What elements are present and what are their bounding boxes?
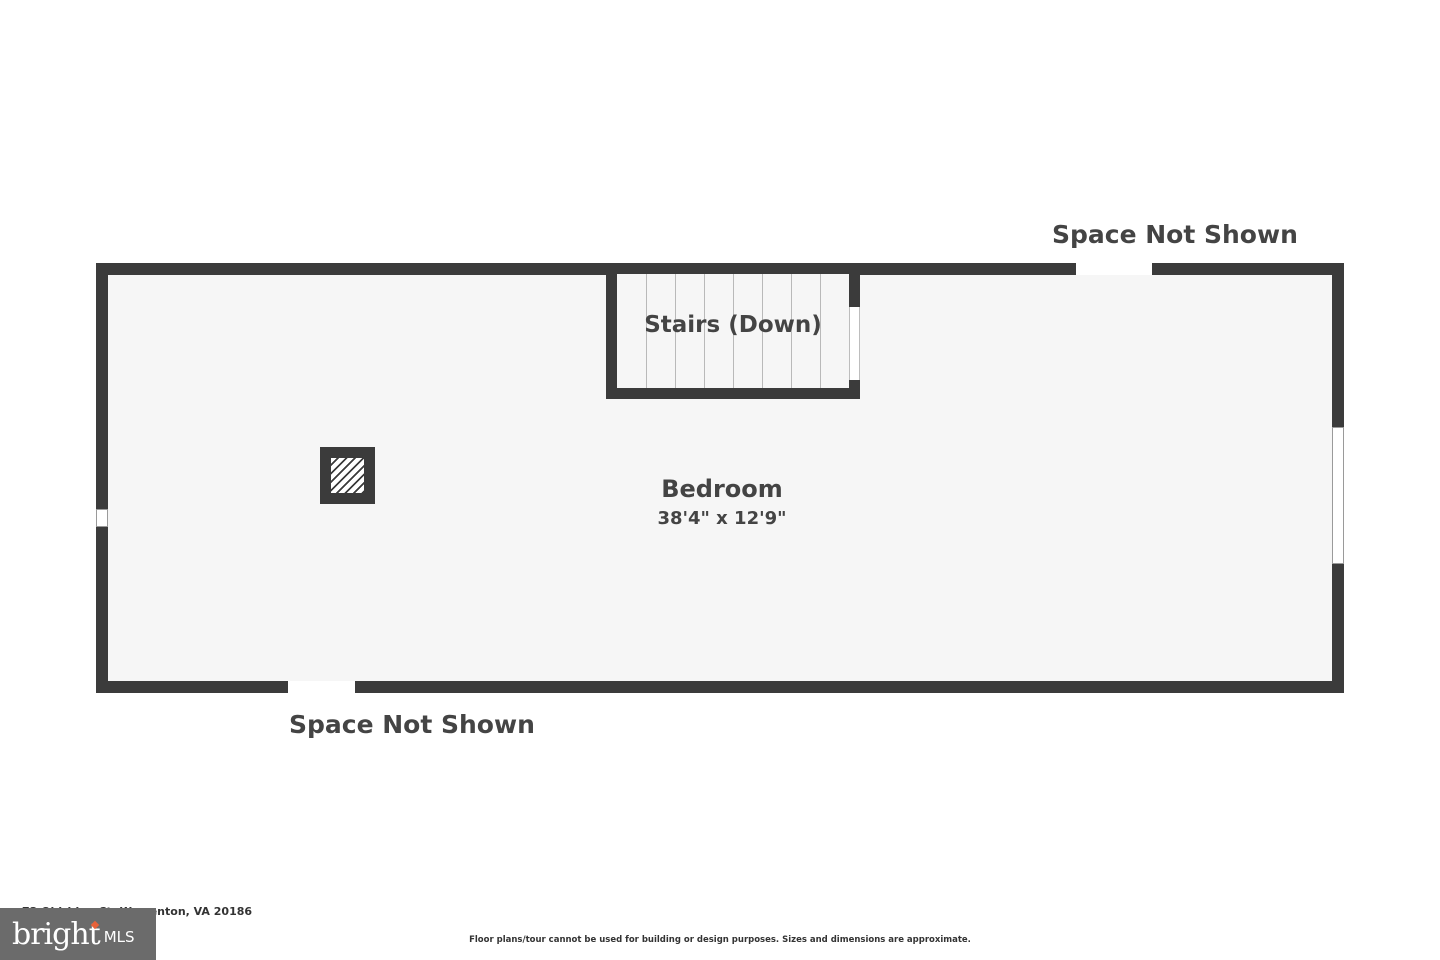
bedroom-label: Bedroom bbox=[661, 475, 783, 503]
disclaimer-text: Floor plans/tour cannot be used for buil… bbox=[469, 935, 971, 945]
bottom-wall-opening bbox=[288, 681, 355, 693]
stair-tread bbox=[762, 274, 763, 388]
stair-tread bbox=[646, 274, 647, 388]
stair-tread bbox=[675, 274, 676, 388]
stair-tread bbox=[704, 274, 705, 388]
space-not-shown-top: Space Not Shown bbox=[1052, 220, 1298, 249]
bright-mls-logo: bright MLS bbox=[0, 908, 156, 960]
bedroom-dimensions: 38'4" x 12'9" bbox=[657, 508, 787, 529]
chimney-column bbox=[320, 447, 375, 504]
right-wall-window bbox=[1332, 427, 1344, 564]
top-wall-opening bbox=[1076, 263, 1152, 275]
column-hatch bbox=[331, 458, 364, 493]
logo-word: bright bbox=[12, 916, 101, 952]
left-wall-window bbox=[96, 509, 108, 527]
stairs-opening bbox=[849, 307, 860, 380]
stair-tread bbox=[820, 274, 821, 388]
logo-suffix: MLS bbox=[103, 928, 135, 946]
stair-tread bbox=[733, 274, 734, 388]
space-not-shown-bottom: Space Not Shown bbox=[289, 710, 535, 739]
stairs-label: Stairs (Down) bbox=[644, 312, 822, 338]
stair-tread bbox=[791, 274, 792, 388]
